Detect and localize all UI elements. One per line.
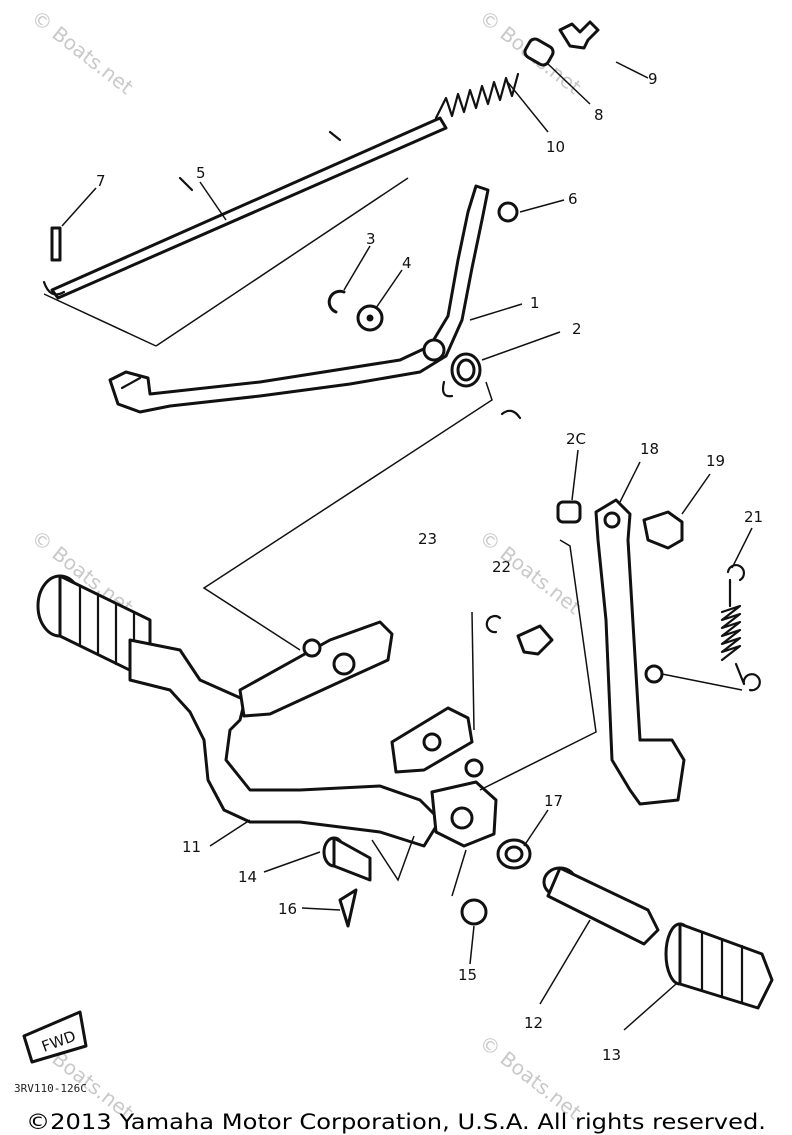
callout-2: 2 [572,320,582,338]
spring-17 [496,838,532,870]
callout-3: 3 [366,230,376,248]
callout-1: 1 [530,294,540,312]
spring-2 [441,352,482,398]
fwd-arrow: FWD [22,1010,88,1064]
collar-8 [523,37,555,67]
spring-21 [720,564,761,692]
callout-18: 18 [640,440,659,458]
circlip-3 [327,289,346,314]
bolt-19 [642,510,684,550]
callout-10: 10 [546,138,565,156]
collar-20 [556,500,582,524]
callout-17: 17 [544,792,563,810]
callout-8: 8 [594,106,604,124]
spring-10 [434,72,520,120]
callout-21: 21 [744,508,763,526]
bracket-22 [390,706,474,774]
callout-9: 9 [648,70,658,88]
stand-arm-11 [128,620,442,848]
clip-7 [42,226,66,296]
callout-13: 13 [602,1046,621,1064]
callout-12: 12 [524,1014,543,1032]
bolt-22 [485,615,554,656]
callouts: 1 2 3 4 5 6 7 8 9 10 11 12 13 14 15 16 1… [96,70,763,1064]
callout-11: 11 [182,838,201,856]
footrest-rubber-13 [664,922,774,1010]
callout-15: 15 [458,966,477,984]
callout-20: 2C [566,430,586,448]
leader-lines [43,61,753,1031]
footrest-rubber-left [36,574,152,682]
shaft-14 [322,836,372,882]
copyright-notice: ©2013 Yamaha Motor Corporation, U.S.A. A… [26,1110,766,1134]
small-clip-upper [500,409,522,420]
washer-4 [356,304,384,332]
footrest-bar-12 [542,866,660,946]
wing-nut-9 [558,20,600,50]
callout-23: 23 [418,530,437,548]
kick-lever-1 [108,184,490,414]
watermark-top-left: © Boats.net [27,5,138,99]
callout-6: 6 [568,190,578,208]
rod-5 [50,116,448,300]
callout-16: 16 [278,900,297,918]
washer-15 [460,898,488,926]
callout-19: 19 [706,452,725,470]
callout-22: 22 [492,558,511,576]
pin-16 [338,888,358,928]
pivot-block [430,758,498,848]
washer-6 [497,201,519,223]
diagram-code: 3RV110-126C [14,1082,87,1095]
callout-5: 5 [196,164,206,182]
callout-4: 4 [402,254,412,272]
callout-7: 7 [96,172,106,190]
callout-14: 14 [238,868,257,886]
